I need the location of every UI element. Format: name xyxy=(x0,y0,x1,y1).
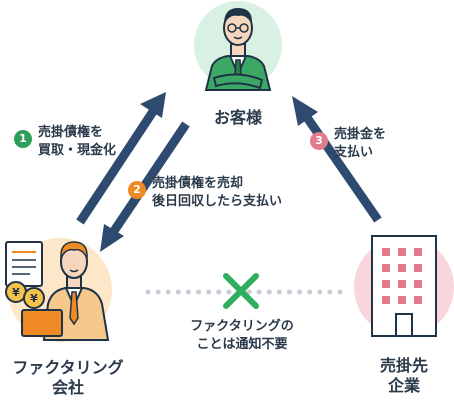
factoring-title: ファクタリング 会社 xyxy=(0,358,136,398)
factoring-title-line1: ファクタリング xyxy=(12,358,124,377)
step-1-badge: 1 xyxy=(14,130,32,148)
customer-illustration xyxy=(194,1,282,91)
step-1-text: 売掛債権を 買取・現金化 xyxy=(38,124,116,160)
factoring-illustration: ¥ ¥ xyxy=(5,238,112,342)
step-2-line2: 後日回収したら支払い xyxy=(152,194,283,209)
customer-title: お客様 xyxy=(213,108,262,127)
arrow-3-head xyxy=(292,96,318,126)
step-2-line1: 売掛債権を売却 xyxy=(152,176,244,191)
no-notice-note: ファクタリングの ことは通知不要 xyxy=(180,318,304,354)
step-3-text: 売掛金を 支払い xyxy=(334,126,386,162)
no-notice-line1: ファクタリングの xyxy=(190,319,294,334)
payer-illustration xyxy=(354,235,454,337)
arrow-1 xyxy=(76,107,158,225)
payer-title-line2: 企業 xyxy=(387,376,420,395)
arrow-2-head xyxy=(100,224,124,252)
arrow-2 xyxy=(108,121,190,237)
step-3-badge: 3 xyxy=(310,132,328,150)
step-1-line1: 売掛債権を xyxy=(38,125,104,140)
svg-text:¥: ¥ xyxy=(12,286,20,299)
step-1-line2: 買取・現金化 xyxy=(38,143,117,158)
arrow-1-head xyxy=(140,92,166,118)
step-3-line2: 支払い xyxy=(334,145,374,160)
cross-icon xyxy=(223,273,259,309)
payer-title-line1: 売掛先 xyxy=(379,356,428,375)
factoring-title-line2: 会社 xyxy=(51,378,84,397)
no-notice-line2: ことは通知不要 xyxy=(196,337,288,352)
svg-text:¥: ¥ xyxy=(30,292,38,305)
step-3-line1: 売掛金を xyxy=(334,127,387,142)
step-2-badge: 2 xyxy=(128,181,146,199)
payer-title: 売掛先 企業 xyxy=(364,356,444,396)
step-2-text: 売掛債権を売却 後日回収したら支払い xyxy=(152,175,282,211)
